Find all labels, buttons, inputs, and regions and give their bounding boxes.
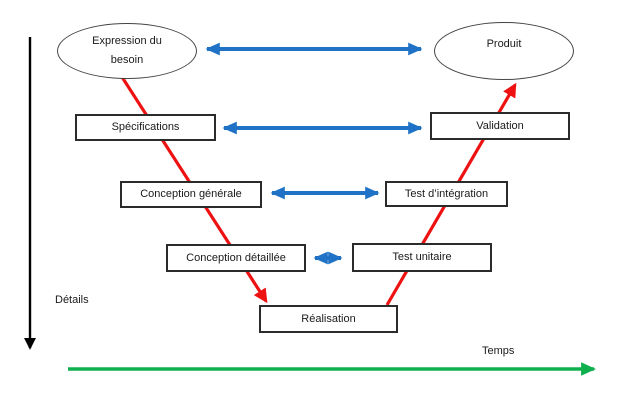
node-label: Expression du besoin <box>92 35 162 66</box>
details-axis-label: Détails <box>55 294 89 306</box>
node-label: Conception détaillée <box>186 251 286 264</box>
node-label: Produit <box>486 37 522 50</box>
node-test-integration: Test d’intégration <box>385 181 508 207</box>
node-specifications: Spécifications <box>75 114 216 141</box>
node-test-unitaire: Test unitaire <box>352 243 492 272</box>
node-label: Test d’intégration <box>404 187 489 200</box>
node-validation: Validation <box>430 112 570 140</box>
node-conception-detaillee: Conception détaillée <box>166 244 306 272</box>
node-conception-generale: Conception générale <box>120 181 262 208</box>
temps-axis-label: Temps <box>482 345 515 357</box>
node-label: Test unitaire <box>392 251 452 263</box>
node-label: Réalisation <box>301 312 356 325</box>
node-label: Spécifications <box>111 121 180 133</box>
node-label: Conception générale <box>140 188 242 200</box>
node-expression-du-besoin: Expression du besoin <box>57 23 197 79</box>
node-label: Validation <box>476 119 524 132</box>
node-produit: Produit <box>434 22 574 80</box>
node-realisation: Réalisation <box>259 305 398 333</box>
